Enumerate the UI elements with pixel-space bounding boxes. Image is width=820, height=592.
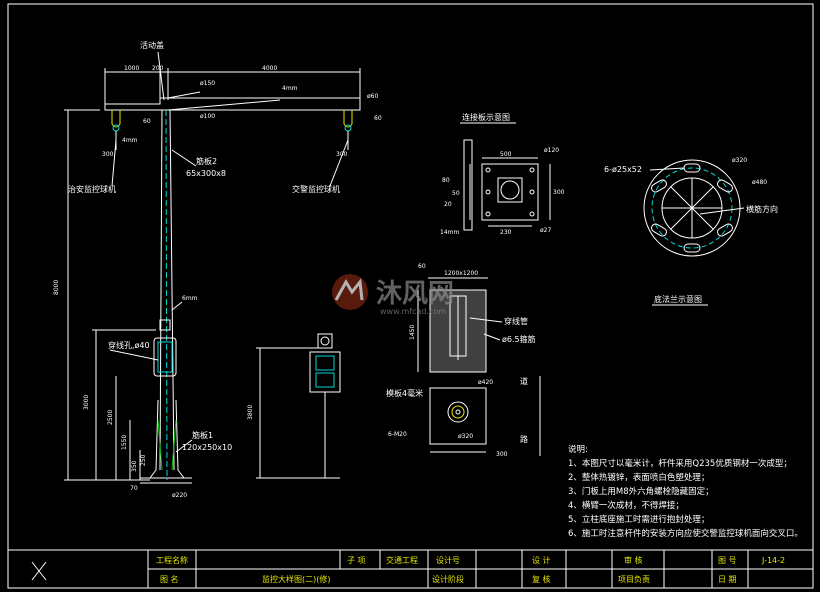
svg-text:6mm: 6mm [182, 295, 198, 302]
svg-text:沐风网: 沐风网 [376, 279, 454, 309]
svg-text:子 项: 子 项 [347, 556, 366, 565]
svg-text:5、立柱底座施工时需进行抱封处理；: 5、立柱底座施工时需进行抱封处理； [568, 514, 709, 525]
svg-text:6、施工时注意杆件的安装方向应使交警监控球机面向交叉口。: 6、施工时注意杆件的安装方向应使交警监控球机面向交叉口。 [568, 528, 803, 539]
svg-text:道: 道 [520, 376, 528, 386]
right-camera-label: 交警监控球机 [292, 184, 340, 194]
svg-text:设计阶段: 设计阶段 [432, 574, 464, 584]
svg-text:www.mfcad.com: www.mfcad.com [380, 307, 446, 316]
svg-text:ø320: ø320 [732, 157, 747, 164]
svg-text:项目负责: 项目负责 [618, 574, 650, 584]
svg-text:ø100: ø100 [200, 113, 215, 120]
svg-text:J-14-2: J-14-2 [761, 556, 785, 565]
pole-elevation: 活动盖 1000 200 4000 4mm ø150 ø100 ø60 60 6… [53, 40, 382, 499]
svg-text:ø120: ø120 [544, 147, 559, 154]
notes-heading: 说明: [568, 444, 588, 455]
side-sign-view: 3800 [247, 333, 341, 479]
svg-text:1450: 1450 [409, 325, 416, 340]
svg-text:3000: 3000 [83, 395, 90, 410]
svg-text:1000: 1000 [124, 65, 139, 72]
svg-text:6-M20: 6-M20 [388, 431, 407, 438]
plate1-label: 筋板1 [192, 430, 213, 440]
svg-text:ø220: ø220 [172, 492, 187, 499]
svg-text:230: 230 [500, 229, 512, 236]
svg-text:250: 250 [140, 454, 147, 466]
svg-text:60: 60 [374, 115, 382, 122]
top-cap-label: 活动盖 [140, 40, 164, 50]
svg-text:审 核: 审 核 [624, 555, 643, 565]
svg-text:4mm: 4mm [122, 137, 138, 144]
svg-text:4、横臂一次成材，不得焊接；: 4、横臂一次成材，不得焊接； [568, 500, 684, 511]
svg-text:1200x1200: 1200x1200 [444, 270, 478, 277]
svg-text:1、本图尺寸以毫米计，杆件采用Q235优质钢材一次成型；: 1、本图尺寸以毫米计，杆件采用Q235优质钢材一次成型； [568, 458, 792, 469]
flange-title: 底法兰示意图 [654, 294, 702, 304]
svg-text:ø320: ø320 [458, 433, 473, 440]
svg-text:工程名称: 工程名称 [156, 555, 188, 565]
svg-text:设 计: 设 计 [532, 555, 551, 565]
svg-text:ø27: ø27 [540, 227, 551, 234]
svg-text:60: 60 [418, 263, 426, 270]
title-block: 工程名称 子 项 交通工程 设计号 设 计 审 核 图 号 J-14-2 图 名… [8, 549, 813, 588]
connector-plate-view: 连接板示意图 500 ø120 80 50 300 230 ø27 14mm 2… [440, 112, 565, 236]
svg-text:300: 300 [496, 451, 508, 458]
svg-text:4mm: 4mm [282, 85, 298, 92]
svg-text:3800: 3800 [247, 405, 254, 420]
template-label: 模板4毫米 [386, 388, 423, 398]
svg-text:2、整体热镀锌，表面喷白色塑处理；: 2、整体热镀锌，表面喷白色塑处理； [568, 472, 709, 483]
rib-direction-label: 横筋方向 [746, 204, 778, 214]
wire-hole-label: 穿线孔,ø40 [108, 340, 150, 350]
svg-text:ø60: ø60 [367, 93, 378, 100]
svg-text:2500: 2500 [107, 410, 114, 425]
svg-text:300: 300 [102, 151, 114, 158]
connector-plate-title: 连接板示意图 [462, 112, 510, 122]
flange-view: 6-ø25x52 ø320 ø480 横筋方向 底法兰示意图 [604, 157, 778, 306]
svg-text:图 号: 图 号 [718, 556, 737, 565]
svg-text:路: 路 [520, 434, 528, 444]
rebar-label: ø6.5箍筋 [502, 334, 536, 344]
svg-text:3、门板上用M8外六角螺栓隐藏固定；: 3、门板上用M8外六角螺栓隐藏固定； [568, 486, 714, 497]
watermark: 沐风网 www.mfcad.com [332, 274, 454, 316]
svg-text:80: 80 [442, 177, 450, 184]
svg-text:交通工程: 交通工程 [386, 555, 418, 565]
svg-text:14mm: 14mm [440, 229, 459, 236]
svg-text:ø420: ø420 [478, 379, 493, 386]
svg-text:图 名: 图 名 [160, 574, 179, 584]
svg-text:50: 50 [452, 190, 460, 197]
svg-text:500: 500 [500, 151, 512, 158]
svg-text:200: 200 [152, 65, 164, 72]
drawing-border [7, 3, 814, 589]
plate2-label: 筋板2 [196, 156, 217, 166]
svg-text:60: 60 [143, 118, 151, 125]
svg-text:20: 20 [444, 201, 452, 208]
svg-text:监控大样图(二)(修): 监控大样图(二)(修) [262, 574, 330, 584]
svg-text:设计号: 设计号 [436, 555, 460, 565]
foundation-view: 1200x1200 60 1450 穿线管 ø6.5箍筋 模板4毫米 ø420 … [386, 263, 541, 458]
svg-text:复 核: 复 核 [532, 574, 551, 584]
svg-text:日 期: 日 期 [718, 575, 737, 584]
svg-text:4000: 4000 [262, 65, 277, 72]
svg-text:350: 350 [131, 460, 138, 472]
svg-text:65x300x8: 65x300x8 [186, 169, 226, 178]
flange-hole-label: 6-ø25x52 [604, 165, 642, 174]
left-camera-label: 治安监控球机 [68, 184, 116, 194]
svg-text:1550: 1550 [121, 435, 128, 450]
svg-text:ø480: ø480 [752, 179, 767, 186]
svg-text:8000: 8000 [53, 280, 60, 295]
svg-text:70: 70 [130, 485, 138, 492]
svg-text:300: 300 [553, 189, 565, 196]
conduit-label: 穿线管 [504, 316, 528, 326]
svg-text:120x250x10: 120x250x10 [182, 443, 232, 452]
notes: 说明: 1、本图尺寸以毫米计，杆件采用Q235优质钢材一次成型； 2、整体热镀锌… [568, 444, 803, 539]
svg-text:ø150: ø150 [200, 80, 215, 87]
